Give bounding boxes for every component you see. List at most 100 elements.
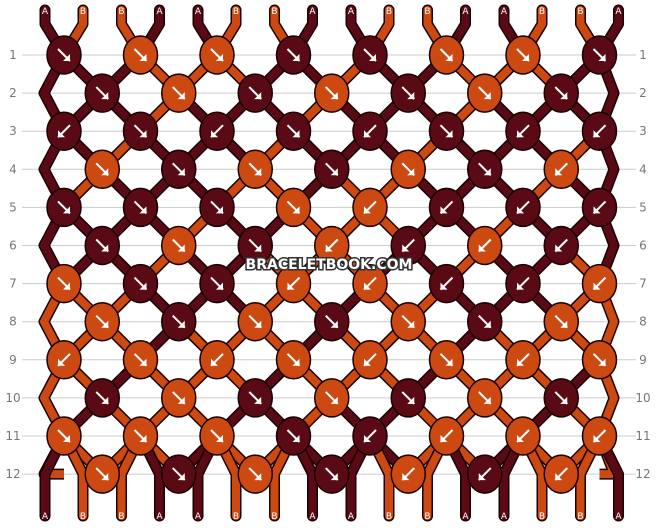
top-strand-label: B <box>577 7 583 17</box>
knot <box>390 301 426 342</box>
knot <box>314 378 350 418</box>
knot <box>581 35 618 75</box>
knot <box>428 340 465 380</box>
knot <box>581 416 618 456</box>
knot <box>84 73 120 113</box>
row-label-right: 1 <box>639 48 647 62</box>
row-label-left: 10 <box>5 391 20 405</box>
knot <box>237 301 273 342</box>
knot-arrow-head <box>440 282 448 290</box>
top-strand-label: B <box>424 7 430 17</box>
knot-arrow-head <box>364 206 371 214</box>
knot <box>428 35 465 75</box>
knot <box>46 111 82 151</box>
knot-arrow-head <box>517 282 524 290</box>
knot-arrow-head <box>101 320 109 328</box>
row-label-left: 8 <box>9 315 17 329</box>
knot-arrow-head <box>139 130 147 138</box>
knot <box>467 73 503 113</box>
knot-arrow-head <box>560 396 568 404</box>
knot-arrow-head <box>407 92 415 100</box>
bottom-strand-label: B <box>577 512 583 522</box>
bottom-strand-label: A <box>348 512 355 522</box>
knot <box>275 111 312 151</box>
knot-arrow-head <box>58 130 65 138</box>
knot-arrow-head <box>330 168 338 176</box>
knot <box>84 454 120 494</box>
row-label-right: 6 <box>639 239 647 253</box>
row-label-right: 4 <box>639 162 647 176</box>
knot-arrow-head <box>292 54 300 61</box>
knot <box>428 263 465 304</box>
knot <box>467 378 503 418</box>
knot-arrow-head <box>364 282 371 290</box>
knot <box>237 378 273 418</box>
knot <box>237 454 273 494</box>
knot <box>352 111 388 151</box>
knot-arrow-head <box>139 282 147 290</box>
row-label-right: 2 <box>639 86 647 100</box>
knot <box>467 454 503 494</box>
knot <box>505 187 541 228</box>
watermark: BRACELETBOOK.COM <box>246 257 413 273</box>
row-label-left: 4 <box>9 162 17 176</box>
knot <box>237 149 273 190</box>
row-label-left: 3 <box>9 124 17 138</box>
knot-arrow-head <box>292 206 300 214</box>
knot <box>122 340 159 380</box>
knot-arrow-head <box>139 358 147 366</box>
knot <box>543 73 579 113</box>
knot <box>581 263 618 304</box>
knot-arrow-head <box>216 54 223 61</box>
knot-arrow-head <box>139 435 147 442</box>
row-label-right: 5 <box>639 200 647 214</box>
row-label-right: 3 <box>639 124 647 138</box>
knot-arrow-head <box>522 54 529 61</box>
knot <box>314 454 350 494</box>
knot-arrow-head <box>517 358 524 366</box>
top-strand-label: B <box>539 7 545 17</box>
top-strand-label: A <box>42 7 49 17</box>
knot <box>428 416 465 456</box>
knot <box>275 35 312 75</box>
knot <box>314 73 350 113</box>
knot <box>84 225 120 266</box>
knot-arrow-head <box>593 206 601 214</box>
knot-arrow-head <box>101 473 109 481</box>
knot <box>314 225 350 266</box>
knot-arrow-head <box>555 168 563 176</box>
knot-arrow-head <box>593 130 601 138</box>
knot <box>46 340 82 380</box>
knot-arrow-head <box>216 435 223 442</box>
knot-arrow-head <box>560 320 568 328</box>
knot <box>390 225 426 266</box>
knot <box>199 111 235 151</box>
knot <box>122 416 159 456</box>
row-label-right: 12 <box>635 467 650 481</box>
knot <box>390 149 426 190</box>
knot <box>199 187 235 228</box>
knot-arrow-head <box>445 130 453 138</box>
knot-arrow-head <box>254 320 262 328</box>
top-strand-label: A <box>195 7 202 17</box>
knot <box>161 301 197 342</box>
knot <box>390 454 426 494</box>
knot-arrow-head <box>517 206 524 214</box>
row-label-right: 7 <box>639 277 647 291</box>
row-label-left: 2 <box>9 86 17 100</box>
knot-arrow-head <box>254 473 262 481</box>
knot <box>352 187 388 228</box>
row-label-left: 9 <box>9 353 17 367</box>
top-strand-label: A <box>348 7 355 17</box>
knot <box>199 35 235 75</box>
knot-arrow-head <box>598 358 606 366</box>
knot <box>467 149 503 190</box>
knot <box>505 35 541 75</box>
knot <box>543 149 579 190</box>
row-label-left: 5 <box>9 200 17 214</box>
knot-arrow-head <box>177 396 185 404</box>
knot-arrow-head <box>101 244 109 252</box>
knot-grid <box>46 35 618 494</box>
